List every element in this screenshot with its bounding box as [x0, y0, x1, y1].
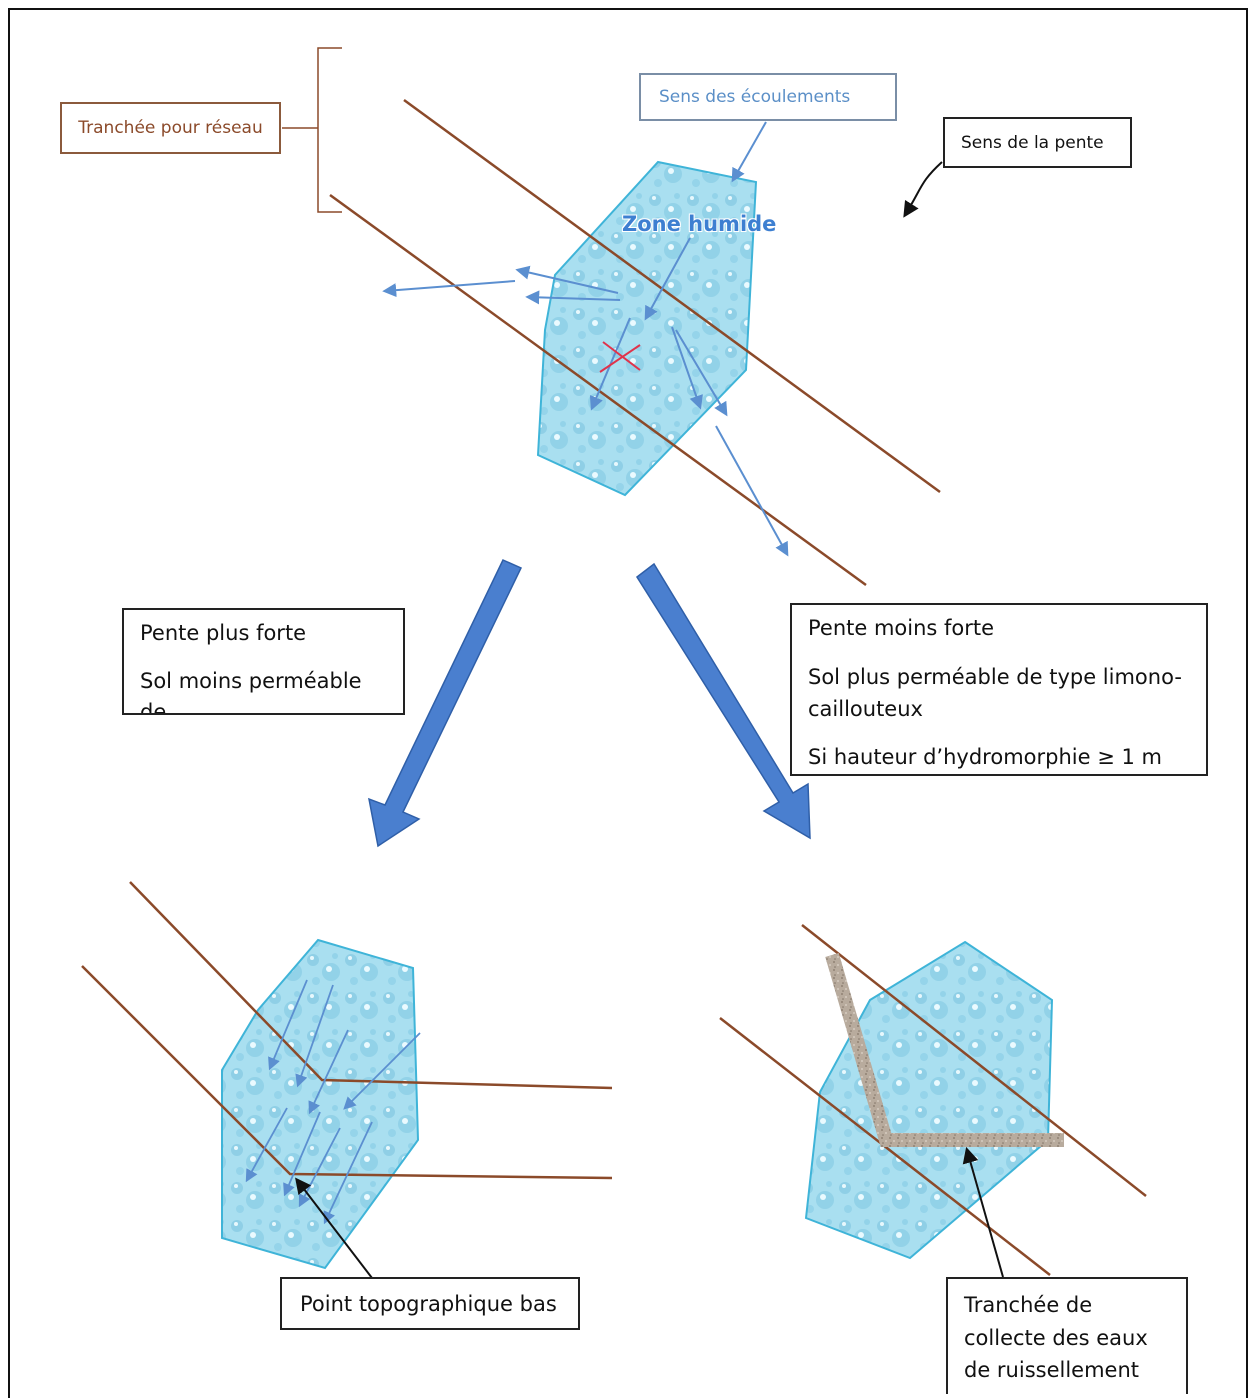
wetland-title: Zone humide: [622, 212, 777, 236]
bottom-left-flow-arrows: [245, 979, 421, 1225]
blocked-flow-cross-icon: [599, 341, 641, 373]
low-point-text: Point topographique bas: [300, 1291, 557, 1316]
more-permeable-soil-text: Sol plus perméable de type limono-caillo…: [808, 664, 1182, 722]
low-point-label: Point topographique bas: [280, 1277, 580, 1330]
collection-trench-gravel: [825, 953, 1064, 1147]
less-permeable-soil-text: Sol moins perméable de: [140, 668, 362, 715]
trench-network-label: Tranchée pour réseau: [60, 102, 281, 154]
hydromorphy-height-text: Si hauteur d’hydromorphie ≥ 1 m: [808, 744, 1162, 769]
slope-direction-label: Sens de la pente: [943, 117, 1132, 168]
top-brace: [282, 47, 342, 213]
bottom-left-trench-lines: [81, 881, 613, 1180]
bottom-left-wetland: [221, 938, 420, 1270]
flow-direction-text: Sens des écoulements: [659, 87, 851, 107]
trench-network-text: Tranchée pour réseau: [78, 118, 263, 138]
collection-trench-pointer-arrow-icon: [962, 1146, 1004, 1278]
gentler-slope-text: Pente moins forte: [808, 616, 995, 640]
steeper-slope-text: Pente plus forte: [140, 621, 307, 645]
flow-direction-label: Sens des écoulements: [639, 73, 897, 121]
collection-trench-text: Tranchée de collecte des eaux de ruissel…: [964, 1293, 1148, 1383]
bottom-right-wetland: [804, 940, 1054, 1260]
gentler-slope-conditions-box: Pente moins forte Sol plus perméable de …: [790, 603, 1208, 776]
branch-arrow-right-icon: [635, 562, 811, 840]
low-point-pointer-arrow-icon: [295, 1177, 373, 1279]
collection-trench-label: Tranchée de collecte des eaux de ruissel…: [946, 1277, 1188, 1394]
diagram-frame: [8, 8, 1248, 1398]
top-wetland: [536, 160, 758, 497]
branch-arrow-left-icon: [368, 559, 523, 848]
slope-direction-text: Sens de la pente: [961, 132, 1104, 153]
slope-direction-arrow-icon: [903, 161, 943, 218]
top-trench-lines: [329, 98, 941, 587]
top-flow-arrows: [382, 121, 789, 557]
steeper-slope-conditions-box: Pente plus forte Sol moins perméable de: [122, 608, 405, 715]
